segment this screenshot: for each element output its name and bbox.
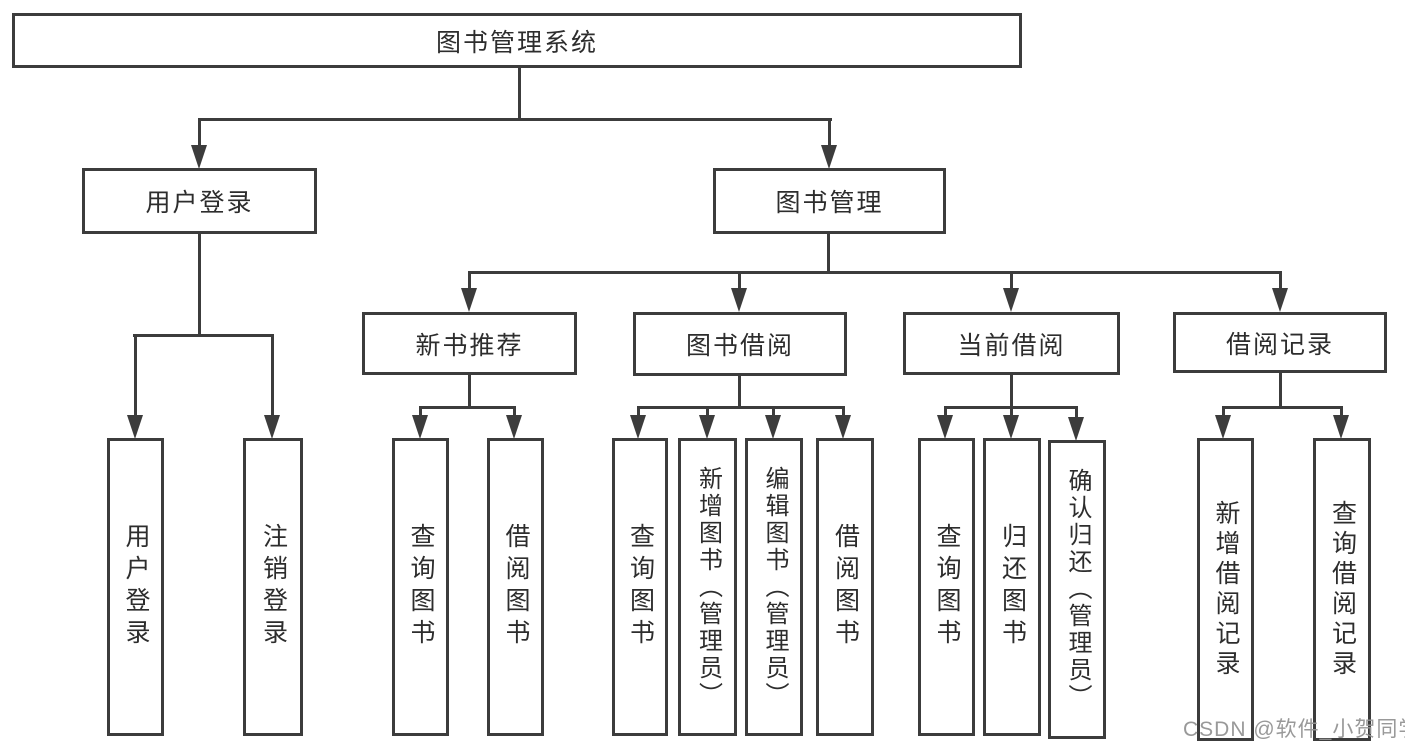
connector-to-leaf [1340, 406, 1343, 418]
node-new-book-rec: 新书推荐 [362, 312, 577, 375]
node-leaf-query-borrow-record: 查询借阅记录 [1313, 438, 1371, 741]
arrow-down-icon [1272, 288, 1288, 312]
arrow-down-icon [630, 415, 646, 439]
arrow-down-icon [1215, 415, 1231, 439]
connector-to-leaf [419, 406, 422, 418]
leaf-label: 注销登录 [259, 523, 288, 651]
node-leaf-query-books-3: 查询图书 [918, 438, 975, 736]
arrow-down-icon [765, 415, 781, 439]
connector-borrow-split [637, 406, 845, 409]
connector-records-split [1222, 406, 1343, 409]
connector-user-login-stem [198, 233, 201, 336]
connector-book-mgmt-stem [827, 233, 830, 274]
connector-newbook-split [419, 406, 516, 409]
connector-to-leaf [1010, 406, 1013, 418]
connector-to-leaf [271, 334, 274, 418]
connector-level2-split [198, 118, 832, 121]
connector-borrow-stem [738, 375, 741, 409]
connector-to-l3 [738, 271, 741, 293]
connector-to-l3 [468, 271, 471, 293]
leaf-label: 查询借阅记录 [1328, 499, 1357, 680]
node-leaf-borrow-books-1: 借阅图书 [487, 438, 544, 736]
node-leaf-logout: 注销登录 [243, 438, 303, 736]
leaf-label: 归还图书 [998, 523, 1027, 651]
connector-to-leaf [1222, 406, 1225, 418]
connector-to-leaf [706, 406, 709, 418]
arrow-down-icon [264, 415, 280, 439]
arrow-down-icon [461, 288, 477, 312]
node-new-book-rec-label: 新书推荐 [415, 331, 524, 360]
node-leaf-query-books-1: 查询图书 [392, 438, 449, 736]
node-user-login: 用户登录 [82, 168, 317, 234]
leaf-label: 确认归还（管理员） [1064, 468, 1091, 711]
arrow-down-icon [1333, 415, 1349, 439]
arrow-down-icon [937, 415, 953, 439]
node-book-mgmt: 图书管理 [713, 168, 946, 234]
arrow-down-icon [191, 145, 207, 169]
node-leaf-query-books-2: 查询图书 [612, 438, 668, 736]
arrow-down-icon [1003, 288, 1019, 312]
node-current-borrow-label: 当前借阅 [957, 331, 1066, 360]
leaf-label: 编辑图书（管理员） [761, 465, 788, 709]
node-current-borrow: 当前借阅 [903, 312, 1120, 375]
leaf-label: 新增借阅记录 [1212, 499, 1240, 680]
connector-records-stem [1279, 373, 1282, 409]
connector-to-leaf [134, 334, 137, 418]
arrow-down-icon [1068, 417, 1084, 441]
arrow-down-icon [127, 415, 143, 439]
node-leaf-add-borrow-record: 新增借阅记录 [1197, 438, 1254, 741]
connector-to-l3 [1010, 271, 1013, 293]
connector-to-leaf [637, 406, 640, 418]
connector-to-l3 [1279, 271, 1282, 293]
connector-to-leaf [944, 406, 947, 418]
leaf-label: 借阅图书 [502, 523, 530, 651]
node-book-mgmt-label: 图书管理 [775, 189, 884, 217]
node-book-borrow: 图书借阅 [633, 312, 847, 376]
node-root-label: 图书管理系统 [435, 28, 598, 57]
arrow-down-icon [506, 415, 522, 439]
leaf-label: 用户登录 [122, 523, 150, 651]
connector-user-login-split [133, 334, 274, 337]
node-borrow-records: 借阅记录 [1173, 312, 1387, 373]
node-leaf-return-books: 归还图书 [983, 438, 1041, 736]
leaf-label: 新增图书（管理员） [694, 465, 722, 709]
node-borrow-records-label: 借阅记录 [1225, 330, 1334, 359]
node-root: 图书管理系统 [12, 13, 1022, 68]
arrow-down-icon [699, 415, 715, 439]
node-book-borrow-label: 图书借阅 [685, 332, 794, 360]
connector-to-leaf [1075, 406, 1078, 418]
connector-to-book-mgmt [828, 118, 831, 148]
leaf-label: 借阅图书 [831, 523, 860, 651]
arrow-down-icon [412, 415, 428, 439]
connector-level3-split [468, 271, 1282, 274]
connector-to-leaf [513, 406, 516, 418]
connector-to-leaf [772, 406, 775, 418]
connector-to-user-login [198, 118, 201, 148]
node-leaf-edit-books-admin: 编辑图书（管理员） [745, 438, 803, 736]
node-user-login-label: 用户登录 [145, 189, 254, 217]
node-leaf-confirm-return-admin: 确认归还（管理员） [1048, 440, 1106, 739]
leaf-label: 查询图书 [933, 523, 961, 651]
node-leaf-add-books-admin: 新增图书（管理员） [678, 438, 737, 736]
csdn-watermark: CSDN @软件_小贺同学 [1183, 718, 1405, 741]
node-leaf-borrow-books-2: 借阅图书 [816, 438, 874, 736]
leaf-label: 查询图书 [626, 523, 655, 651]
arrow-down-icon [821, 145, 837, 169]
arrow-down-icon [731, 288, 747, 312]
connector-newbook-stem [468, 374, 471, 409]
node-leaf-user-login: 用户登录 [107, 438, 164, 736]
connector-to-leaf [842, 406, 845, 418]
connector-current-stem [1010, 374, 1013, 409]
arrow-down-icon [835, 415, 851, 439]
leaf-label: 查询图书 [407, 523, 435, 651]
connector-root-stem [518, 65, 521, 120]
arrow-down-icon [1003, 415, 1019, 439]
